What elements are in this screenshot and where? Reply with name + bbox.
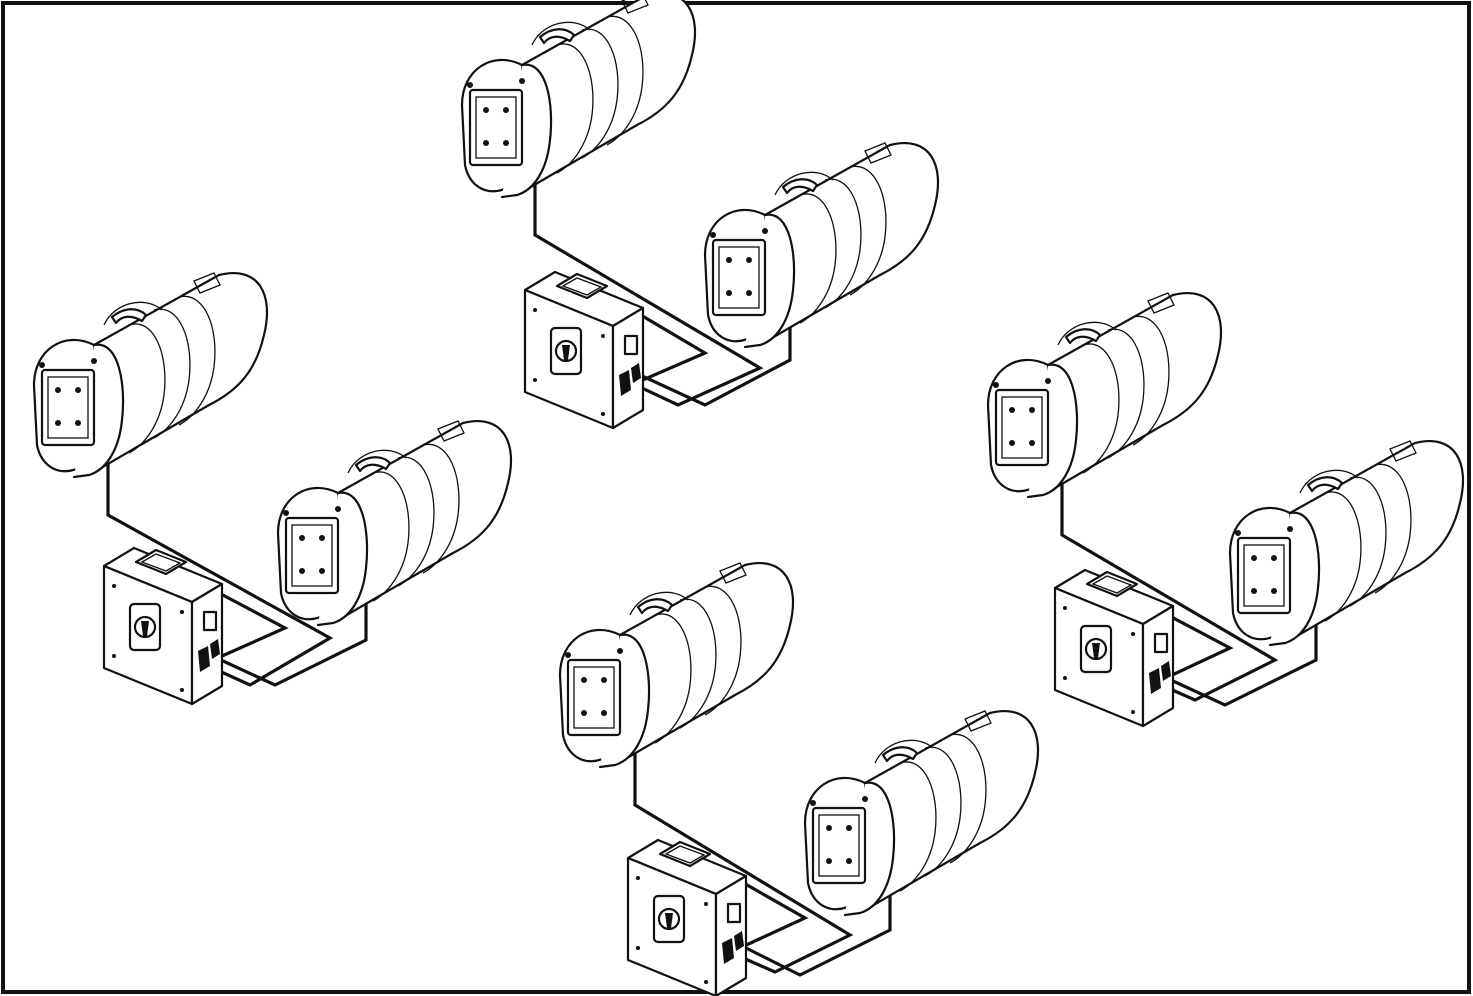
group-top-center xyxy=(460,0,940,430)
heater-unit-bottom-center-1 xyxy=(558,561,795,769)
heater-unit-top-center-1 xyxy=(460,0,697,199)
heater-unit-top-center-2 xyxy=(703,141,940,349)
group-right xyxy=(986,291,1465,728)
control-box-top-center xyxy=(523,270,645,430)
control-box-left xyxy=(102,546,224,706)
heater-unit-left-2 xyxy=(276,419,513,627)
group-bottom-center xyxy=(558,561,1040,996)
control-box-bottom-center xyxy=(626,838,748,996)
heater-unit-left-1 xyxy=(32,271,269,479)
heater-unit-right-2 xyxy=(1228,439,1465,647)
control-box-right xyxy=(1053,568,1175,728)
heater-unit-right-1 xyxy=(986,291,1223,499)
heater-unit-bottom-center-2 xyxy=(803,709,1040,917)
group-left xyxy=(32,271,513,706)
